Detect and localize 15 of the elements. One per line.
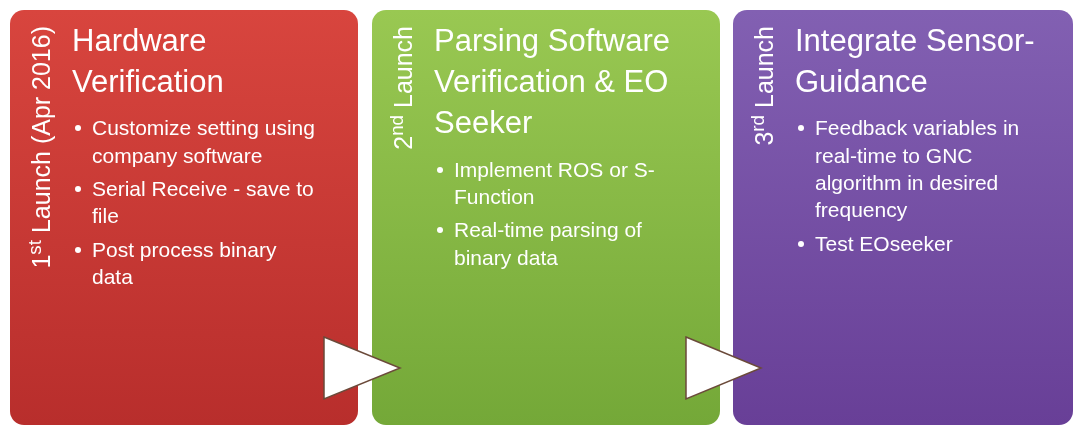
bullet-item: Real-time parsing of binary data: [434, 216, 684, 271]
bullet-item: Implement ROS or S-Function: [434, 155, 684, 211]
stage-panel: [372, 10, 720, 425]
bullet-item: Customize setting using company software: [72, 114, 322, 170]
bullet-item: Serial Receive - save to file: [72, 175, 322, 230]
arrow: [323, 335, 402, 401]
stage-title: Integrate Sensor-Guidance: [795, 22, 1036, 102]
stage-panel: [10, 10, 358, 425]
bullet-item: Feedback variables in real-time to GNC algorithm in desired frequency: [795, 114, 1045, 224]
stage-panel: [733, 10, 1073, 425]
bullet-item: Post process binary data: [72, 235, 322, 291]
arrow: [685, 335, 763, 401]
bullet-item: Test EOseeker: [795, 229, 1045, 257]
stage-title: Parsing Software Verification & EO Seeker: [434, 22, 672, 143]
stage-title: Hardware Verification: [72, 22, 225, 102]
